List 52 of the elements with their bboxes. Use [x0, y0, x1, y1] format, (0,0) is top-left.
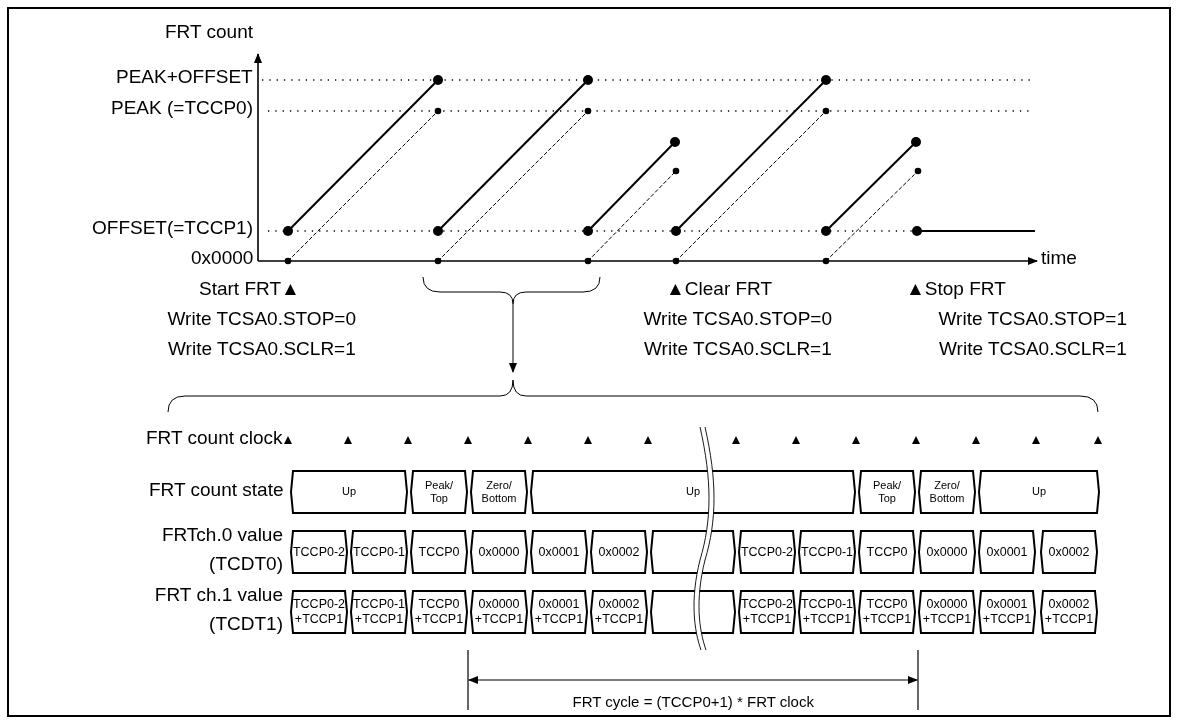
value-segment: 0x0001 +TCCP1: [978, 590, 1036, 634]
value-segment: 0x0000 +TCCP1: [470, 590, 528, 634]
state-segment: Peak/ Top: [858, 470, 916, 514]
state-segment: Zero/ Bottom: [918, 470, 976, 514]
event-label: ▲Clear FRT: [666, 279, 773, 300]
register-write-note: Write TCSA0.STOP=1: [938, 309, 1127, 330]
value-segment: TCCP0-2 +TCCP1: [738, 590, 796, 634]
value-segment: TCCP0 +TCCP1: [410, 590, 468, 634]
value-segment: TCCP0-2: [290, 530, 348, 574]
axis-label: OFFSET(=TCCP1): [92, 218, 253, 239]
value-segment: 0x0000: [470, 530, 528, 574]
axis-title: time: [1041, 248, 1077, 269]
value-segment: 0x0002: [590, 530, 648, 574]
register-write-note: Write TCSA0.SCLR=1: [168, 339, 356, 360]
value-segment: TCCP0-2 +TCCP1: [290, 590, 348, 634]
value-segment: 0x0002 +TCCP1: [1040, 590, 1098, 634]
value-segment: 0x0001: [530, 530, 588, 574]
row-label: FRT count clock: [146, 428, 283, 449]
value-segment: TCCP0-1 +TCCP1: [798, 590, 856, 634]
value-segment: 0x0000: [918, 530, 976, 574]
value-segment: TCCP0-2: [738, 530, 796, 574]
state-segment: Peak/ Top: [410, 470, 468, 514]
state-segment: Up: [978, 470, 1100, 514]
event-label: Start FRT▲: [199, 279, 300, 300]
axis-label: 0x0000: [191, 248, 254, 269]
value-segment: [650, 530, 736, 574]
register-write-note: Write TCSA0.STOP=0: [643, 309, 832, 330]
axis-label: PEAK (=TCCP0): [111, 98, 253, 119]
axis-label: PEAK+OFFSET: [116, 67, 253, 88]
value-segment: TCCP0: [410, 530, 468, 574]
event-label: ▲Stop FRT: [906, 279, 1006, 300]
state-segment: Up: [290, 470, 408, 514]
value-segment: TCCP0 +TCCP1: [858, 590, 916, 634]
value-segment: 0x0001: [978, 530, 1036, 574]
row-label: FRT ch.1 value (TCDT1): [153, 583, 283, 637]
row-label: FRTch.0 value (TCDT0): [160, 523, 283, 577]
value-segment: TCCP0-1: [350, 530, 408, 574]
value-segment: 0x0002 +TCCP1: [590, 590, 648, 634]
value-segment: 0x0002: [1040, 530, 1098, 574]
axis-title: FRT count: [165, 22, 253, 43]
value-segment: 0x0000 +TCCP1: [918, 590, 976, 634]
register-write-note: Write TCSA0.SCLR=1: [644, 339, 832, 360]
register-write-note: Write TCSA0.SCLR=1: [939, 339, 1127, 360]
dimension-label: FRT cycle = (TCCP0+1) * FRT clock: [572, 694, 814, 711]
value-segment: 0x0001 +TCCP1: [530, 590, 588, 634]
value-segment: TCCP0-1: [798, 530, 856, 574]
state-segment: Zero/ Bottom: [470, 470, 528, 514]
value-segment: [650, 590, 736, 634]
row-label: FRT count state: [149, 480, 284, 501]
value-segment: TCCP0-1 +TCCP1: [350, 590, 408, 634]
register-write-note: Write TCSA0.STOP=0: [167, 309, 356, 330]
value-segment: TCCP0: [858, 530, 916, 574]
